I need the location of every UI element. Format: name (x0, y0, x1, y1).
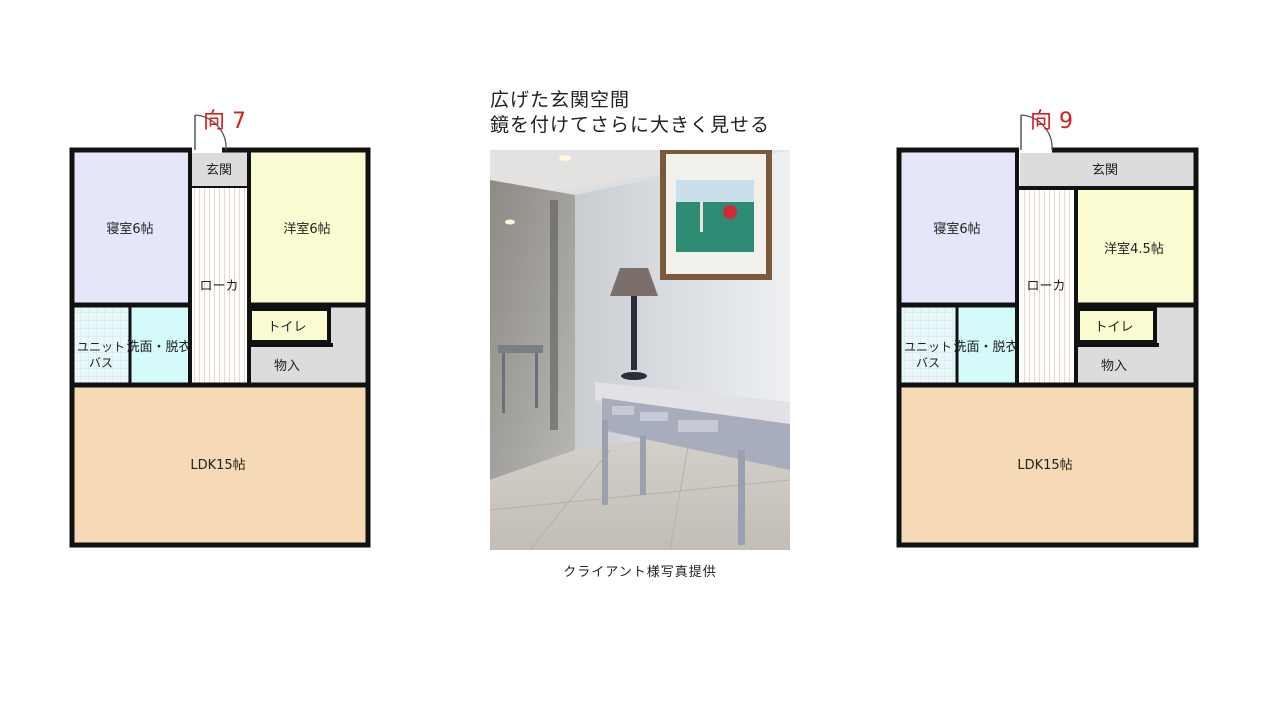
ldk-label: LDK15帖 (1017, 458, 1072, 473)
bedroom-label: 寝室6帖 (106, 221, 153, 237)
western-room (250, 152, 366, 304)
floor-plan-right: 向 9 玄関 寝室6帖 洋室4.5帖 ローカ トイレ 物入 ユニット バス 洗面… (896, 109, 1199, 548)
ldk-room (901, 386, 1194, 543)
orientation-label: 向 9 (1030, 109, 1073, 134)
western-label: 洋室4.5帖 (1104, 241, 1164, 257)
entrance-door-icon (192, 114, 227, 153)
bath-area (74, 306, 129, 384)
caption-line2: 鏡を付けてさらに大きく見せる (490, 114, 771, 136)
bath-area (901, 306, 956, 384)
orientation-label: 向 7 (203, 109, 246, 134)
washroom-area (958, 306, 1016, 384)
toilet-label: トイレ (1094, 320, 1133, 335)
caption-line1: 広げた玄関空間 (490, 89, 631, 111)
caption: 広げた玄関空間 鏡を付けてさらに大きく見せる (490, 88, 810, 138)
genkan-area (1020, 152, 1194, 186)
ldk-label: LDK15帖 (190, 458, 245, 473)
corridor-label: ローカ (199, 279, 238, 294)
genkan-label: 玄関 (206, 163, 232, 178)
toilet-area (250, 310, 328, 340)
bedroom-label: 寝室6帖 (933, 221, 980, 237)
bedroom-room (74, 152, 189, 304)
washroom-label: 洗面・脱衣 (953, 339, 1018, 355)
bath-label-line2: バス (89, 356, 113, 370)
bath-label-line1: ユニット (904, 340, 952, 354)
washroom-area (131, 306, 189, 384)
genkan-area (191, 152, 248, 186)
bath-label-line1: ユニット (77, 340, 125, 354)
floor-plan-left: 向 7 玄関 寝室6帖 洋室6帖 ローカ トイレ 物入 ユニット バス 洗面・脱… (69, 109, 371, 548)
corridor-area (191, 188, 248, 384)
bath-label-line2: バス (916, 356, 940, 370)
western-room (1078, 190, 1194, 304)
storage-label: 物入 (1101, 359, 1127, 374)
genkan-label: 玄関 (1092, 163, 1118, 178)
western-label: 洋室6帖 (283, 221, 330, 237)
toilet-area (1078, 310, 1154, 340)
toilet-label: トイレ (267, 320, 306, 335)
photo-credit: クライアント様写真提供 (563, 565, 717, 580)
washroom-label: 洗面・脱衣 (126, 339, 191, 355)
storage-label: 物入 (274, 359, 300, 374)
corridor-label: ローカ (1026, 279, 1065, 294)
ldk-room (74, 386, 366, 543)
corridor-area (1020, 190, 1074, 384)
entrance-photo (490, 150, 790, 550)
entrance-door-icon (1019, 114, 1053, 153)
bedroom-room (901, 152, 1016, 304)
